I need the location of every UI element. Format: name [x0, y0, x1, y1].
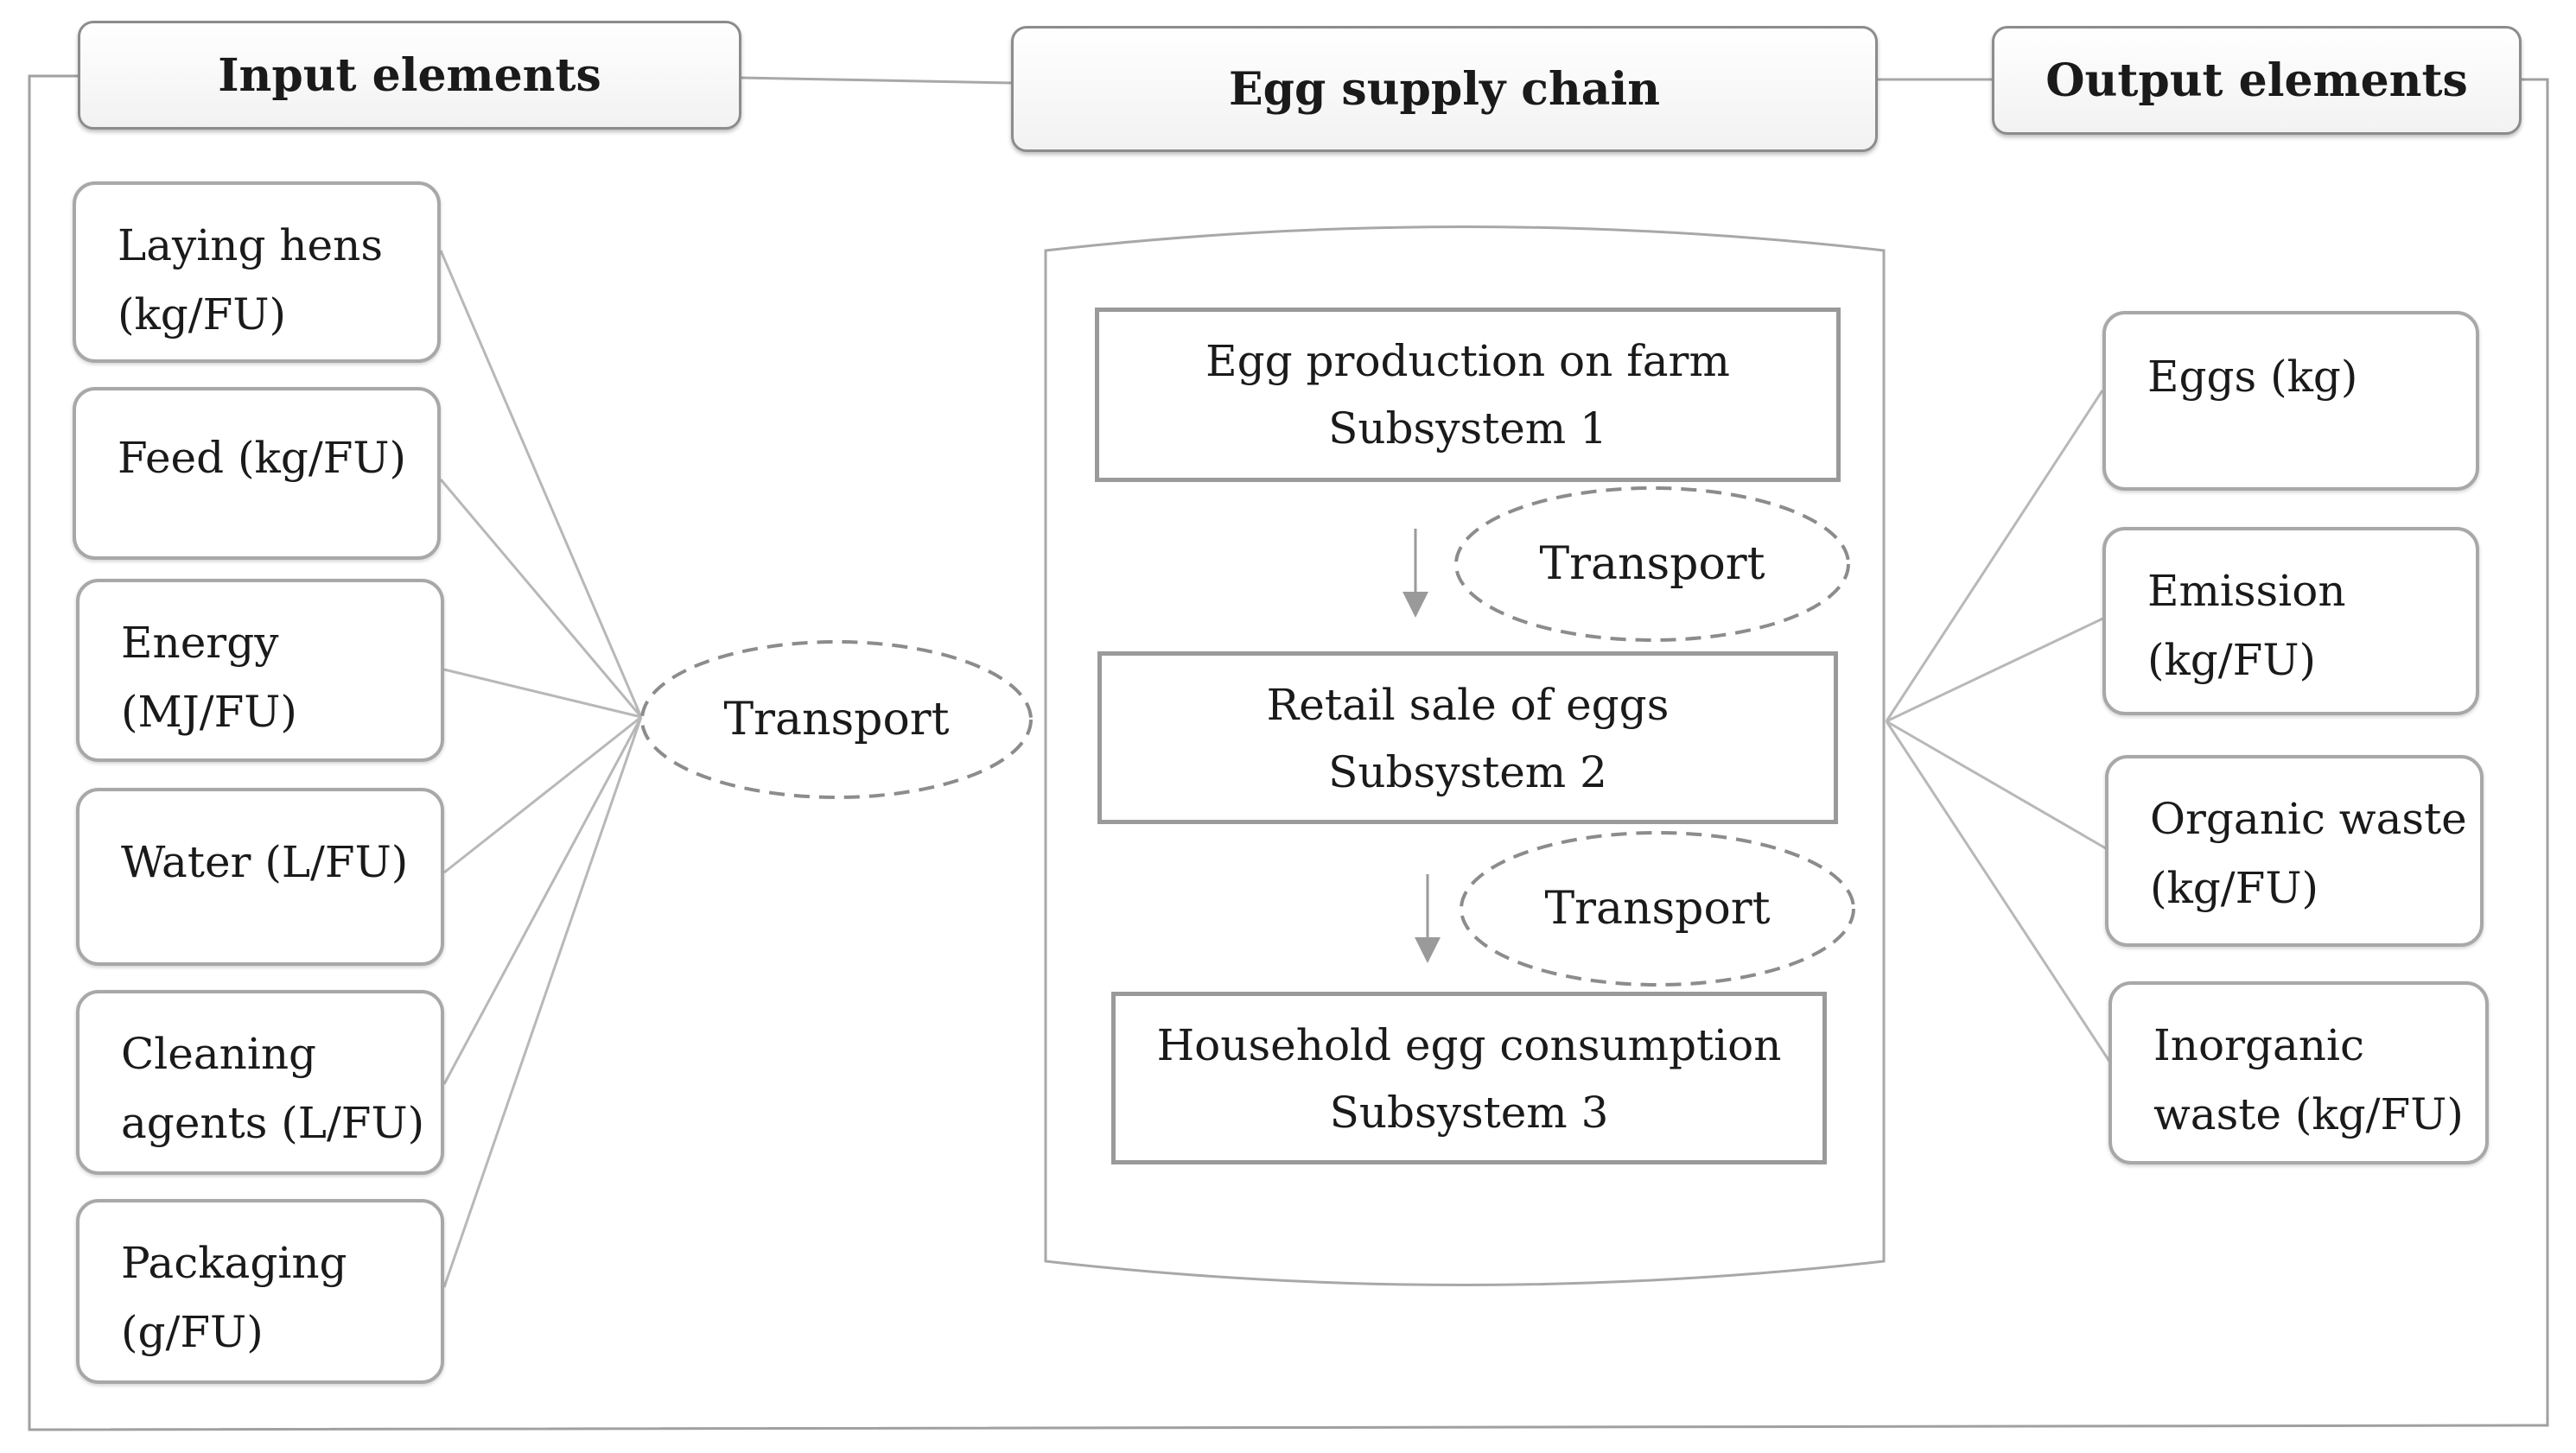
input-packaging: Packaging (g/FU)	[76, 1199, 444, 1384]
fan-line-output-3	[1886, 720, 2111, 853]
fan-line-input-4	[443, 715, 642, 874]
fan-line-input-2	[439, 479, 643, 718]
outer-frame	[28, 74, 2549, 1431]
transport-oval-2	[1460, 831, 1855, 987]
egg-supply-chain-header: Egg supply chain	[1011, 26, 1878, 152]
transport-label-2: Transport	[1544, 883, 1771, 935]
transport-label-1: Transport	[1539, 538, 1765, 590]
fan-line-input-6	[442, 716, 643, 1288]
transport-oval-1	[1454, 486, 1850, 642]
output-emission: Emission (kg/FU)	[2102, 527, 2479, 715]
fan-line-input-1	[439, 250, 643, 718]
fan-line-output-2	[1886, 613, 2111, 723]
input-cleaning-agents: Cleaning agents (L/FU)	[76, 990, 444, 1175]
fan-line-input-5	[442, 716, 643, 1085]
fan-line-output-4	[1885, 720, 2112, 1063]
transport-label-input: Transport	[723, 694, 950, 746]
output-inorganic-waste: Inorganic waste (kg/FU)	[2109, 981, 2489, 1164]
fan-line-input-3	[443, 668, 642, 719]
subsystem-3-household-consumption: Household egg consumption Subsystem 3	[1111, 992, 1827, 1164]
input-elements-header: Input elements	[78, 21, 741, 130]
output-elements-header: Output elements	[1992, 26, 2522, 135]
input-energy: Energy (MJ/FU)	[76, 579, 444, 762]
header-connector-left	[741, 76, 1012, 85]
subsystem-2-retail-sale: Retail sale of eggs Subsystem 2	[1097, 651, 1838, 824]
transport-oval-input	[640, 640, 1033, 799]
input-laying-hens: Laying hens (kg/FU)	[73, 181, 441, 363]
output-organic-waste: Organic waste (kg/FU)	[2105, 755, 2484, 947]
subsystem-1-egg-production: Egg production on farm Subsystem 1	[1095, 308, 1841, 482]
input-water: Water (L/FU)	[76, 788, 444, 966]
input-feed: Feed (kg/FU)	[73, 387, 441, 560]
fan-line-output-1	[1885, 390, 2104, 722]
output-eggs: Eggs (kg)	[2102, 311, 2479, 491]
